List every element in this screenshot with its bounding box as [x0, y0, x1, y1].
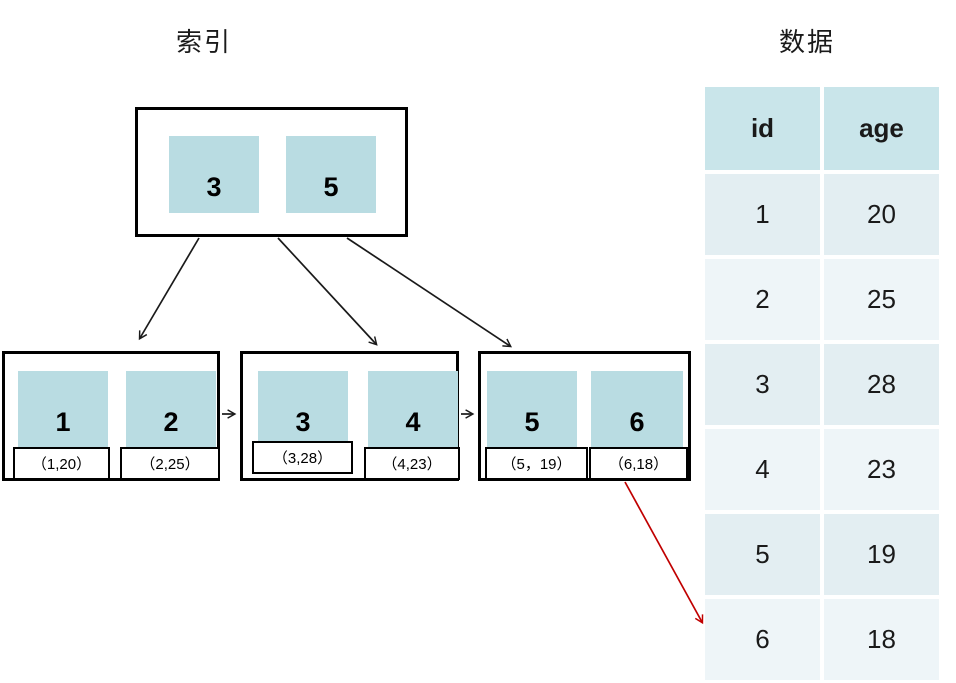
arrow-root-to-leaf2 — [277, 237, 378, 346]
table-header-age: age — [824, 87, 939, 170]
table-cell-id: 3 — [705, 344, 820, 425]
table-cell-age: 20 — [824, 174, 939, 255]
table-row: 3 28 — [705, 344, 939, 425]
record-box: （4,23） — [364, 447, 460, 480]
table-cell-id: 6 — [705, 599, 820, 680]
arrow-root-to-leaf1 — [138, 237, 200, 341]
table-header-id: id — [705, 87, 820, 170]
table-row: 2 25 — [705, 259, 939, 340]
table-cell-age: 25 — [824, 259, 939, 340]
leaf-key-cell: 2 — [126, 371, 216, 448]
index-leaf-node-1: 1 2 （1,20） （2,25） — [2, 351, 220, 481]
index-leaf-node-2: 3 4 （3,28） （4,23） — [240, 351, 460, 481]
table-row: 1 20 — [705, 174, 939, 255]
record-box: （3,28） — [252, 441, 353, 474]
table-cell-age: 23 — [824, 429, 939, 510]
table-cell-age: 28 — [824, 344, 939, 425]
table-cell-id: 4 — [705, 429, 820, 510]
arrow-record6-to-table-row6 — [624, 481, 704, 625]
table-cell-age: 19 — [824, 514, 939, 595]
table-row: 6 18 — [705, 599, 939, 680]
leaf-key-cell: 4 — [368, 371, 458, 448]
table-header-row: id age — [705, 87, 939, 170]
leaf-key-cell: 1 — [18, 371, 108, 448]
index-section-title: 索引 — [175, 27, 232, 57]
table-cell-age: 18 — [824, 599, 939, 680]
data-section-title: 数据 — [778, 27, 835, 57]
root-key-cell: 5 — [286, 136, 376, 213]
table-cell-id: 1 — [705, 174, 820, 255]
arrow-root-to-leaf3 — [346, 237, 513, 348]
root-key-cell: 3 — [169, 136, 259, 213]
record-box: （2,25） — [120, 447, 220, 480]
record-box: （5，19） — [485, 447, 588, 480]
record-box: （6,18） — [589, 447, 688, 480]
leaf-key-cell: 3 — [258, 371, 348, 448]
table-row: 5 19 — [705, 514, 939, 595]
data-table: id age 1 20 2 25 3 28 4 — [701, 83, 943, 683]
leaf-key-cell: 5 — [487, 371, 577, 448]
table-cell-id: 2 — [705, 259, 820, 340]
record-box: （1,20） — [13, 447, 110, 480]
index-root-node: 3 5 — [135, 107, 408, 237]
table-row: 4 23 — [705, 429, 939, 510]
leaf-key-cell: 6 — [591, 371, 683, 448]
table-cell-id: 5 — [705, 514, 820, 595]
index-leaf-node-3: 5 6 （5，19） （6,18） — [478, 351, 691, 481]
